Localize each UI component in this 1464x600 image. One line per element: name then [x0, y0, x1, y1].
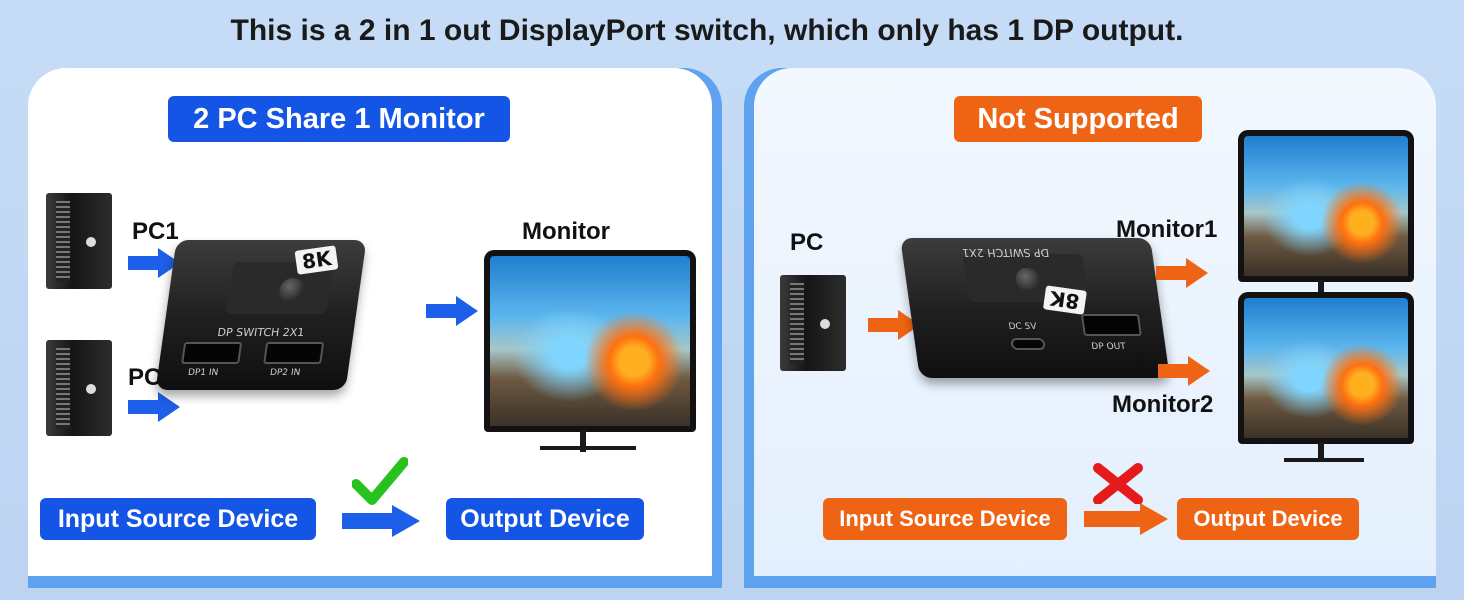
pc-tower-icon: [780, 275, 846, 371]
pc2-tower-icon: [46, 340, 112, 436]
monitor-label: Monitor: [522, 218, 610, 245]
pc1-label: PC1: [132, 218, 179, 245]
port2-label: DP2 IN: [269, 368, 301, 378]
switch-label: DP SWITCH 2X1: [216, 326, 306, 339]
output-device-label-unsupported: Output Device: [1177, 498, 1359, 540]
rear-switch-label: DP SWITCH 2X1: [961, 246, 1050, 259]
flow-arrow-icon: [342, 505, 420, 537]
pc-label: PC: [790, 229, 824, 256]
headline: This is a 2 in 1 out DisplayPort switch,…: [230, 14, 1184, 47]
monitor1-icon: [1238, 130, 1414, 302]
pc1-tower-icon: [46, 193, 112, 289]
output-device-label: Output Device: [446, 498, 644, 540]
supported-title: 2 PC Share 1 Monitor: [168, 96, 510, 142]
pc-arrow-icon: [868, 310, 920, 340]
input-source-device-label: Input Source Device: [40, 498, 316, 540]
flow-arrow-orange-icon: [1084, 503, 1168, 535]
monitor2-label: Monitor2: [1112, 391, 1214, 418]
unsupported-title: Not Supported: [954, 96, 1202, 142]
monitor1-arrow-icon: [1156, 258, 1208, 288]
cross-icon: [1093, 463, 1143, 504]
pc2-arrow-icon: [128, 392, 180, 422]
monitor-arrow-icon: [426, 296, 478, 326]
monitor2-icon: [1238, 292, 1414, 464]
monitor1-label: Monitor1: [1116, 216, 1218, 243]
dp-out-label: DP OUT: [1090, 342, 1127, 352]
pc1-arrow-icon: [128, 248, 180, 278]
input-source-device-label-unsupported: Input Source Device: [823, 498, 1067, 540]
dc-port-label: DC 5V: [1007, 322, 1038, 332]
check-icon: [352, 457, 408, 505]
monitor-icon: [484, 250, 696, 452]
port1-label: DP1 IN: [187, 368, 219, 378]
dp-switch-device-rear: DP SWITCH 2X1 DC 5V DP OUT: [900, 238, 1170, 378]
monitor2-arrow-icon: [1158, 356, 1210, 386]
